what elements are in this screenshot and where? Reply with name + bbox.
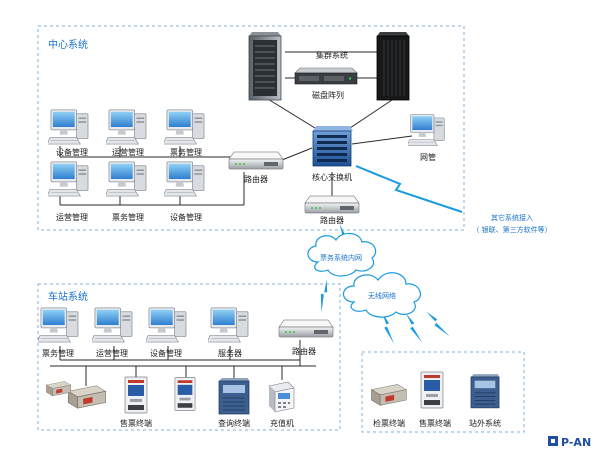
bolt-to-field-2 [405,310,423,346]
station-pc-2-label: 运营管理 [96,348,128,358]
bolt-to-field-3 [426,307,450,341]
center-router-2 [304,195,360,214]
ticket-net-label: 票务系统内网 [320,253,362,262]
station-device-3-label: 充值机 [270,418,294,428]
station-pc-1-label: 票务管理 [42,348,74,358]
center-pc-bottom-3-label: 设备管理 [170,212,202,222]
center-pc-bottom-2-label: 票务管理 [112,212,144,222]
station-vending-2 [174,377,196,411]
station-server-label: 服务器 [218,348,242,358]
core-switch [312,125,354,167]
center-router-2-label: 路由器 [320,215,344,225]
station-pc-1 [38,307,79,343]
network-management-pc [408,114,445,146]
field-device-1-label: 检票终端 [373,418,405,428]
station-system-region [37,283,341,431]
wireless-cloud: 无线网络 [342,272,422,318]
station-pc-2 [92,307,133,343]
center-system-title: 中心系统 [48,38,88,51]
station-system-title: 车站系统 [48,290,88,303]
field-check-gate [371,383,407,406]
center-pc-top-1 [48,109,89,145]
field-vending-terminal [420,371,444,409]
center-pc-bottom-1-label: 运营管理 [56,212,88,222]
center-pc-top-1-label: 设备管理 [56,147,88,157]
cluster-server-left [248,31,282,101]
center-pc-top-2-label: 运营管理 [112,147,144,157]
station-recharge-machine [268,381,295,413]
center-pc-bottom-1 [48,161,89,197]
field-system-region [361,351,525,433]
station-query-terminal [218,377,250,415]
core-switch-label: 核心交换机 [312,172,352,182]
station-device-1-label: 售票终端 [120,418,152,428]
cluster-server-right [376,31,410,101]
network-management-label: 网管 [420,152,436,162]
center-pc-top-2 [106,109,147,145]
center-system-region [37,25,465,231]
center-pc-bottom-2 [106,161,147,197]
center-pc-bottom-3 [164,161,205,197]
station-pc-3 [146,307,187,343]
disk-array [294,67,358,85]
station-links [50,340,316,386]
field-device-2-label: 售票终端 [419,418,451,428]
brand-name: P-AN [561,436,591,449]
station-gate-2 [46,380,72,397]
cluster-label: 集群系统 [316,50,348,60]
center-router-label: 路由器 [244,174,268,184]
disk-array-label: 磁盘阵列 [312,90,344,100]
station-router [278,319,334,338]
external-access-line1: 其它系统接入 [491,213,533,222]
station-server [208,307,249,343]
station-router-label: 路由器 [292,346,316,356]
external-access-line2: （ 银联、第三方软件等） [472,225,551,234]
wireless-label: 无线网络 [368,291,396,300]
external-link-bolt [355,165,463,213]
ticket-net-cloud: 票务系统内网 [307,232,377,277]
center-pc-top-3-label: 票务管理 [170,147,202,157]
station-pc-3-label: 设备管理 [150,348,182,358]
station-device-2-label: 查询终端 [218,418,250,428]
center-pc-top-3 [164,109,205,145]
field-outside-system [470,373,500,409]
brand-logo: P-AN [548,436,591,449]
station-vending-1 [124,376,148,414]
center-router [228,151,284,170]
field-device-3-label: 站外系统 [469,418,501,428]
station-gate-1 [67,385,107,409]
